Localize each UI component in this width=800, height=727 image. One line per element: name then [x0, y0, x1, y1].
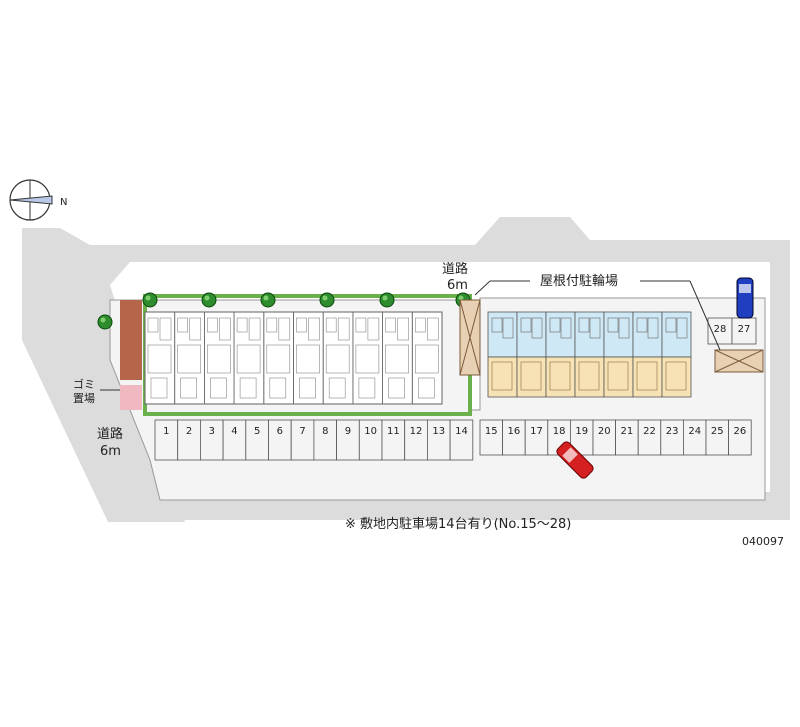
parking-stall-number: 3: [209, 426, 215, 437]
building-right: [487, 311, 692, 398]
parking-right-row: 15 16 17 18 19 20 21 22 23 24 25 26: [479, 419, 752, 456]
parking-stall-number: 4: [231, 426, 237, 437]
parking-stall-number: 7: [299, 426, 305, 437]
parking-stall: 10: [358, 419, 383, 461]
parking-stall-number: 6: [277, 426, 283, 437]
parking-stall: 15: [479, 419, 504, 456]
bike-parking-label: 屋根付駐輪場: [540, 273, 618, 289]
tree-icon: [201, 292, 217, 308]
parking-stall-number: 2: [186, 426, 192, 437]
parking-stall-number: 22: [643, 426, 656, 437]
car-blue-icon: [736, 277, 754, 319]
building-left: [144, 311, 443, 405]
parking-stall-number: 8: [322, 426, 328, 437]
parking-stall-number: 18: [553, 426, 566, 437]
parking-stall: 5: [245, 419, 269, 461]
parking-stall: 7: [290, 419, 315, 461]
parking-stall: 17: [524, 419, 549, 456]
parking-stall: 4: [222, 419, 247, 461]
parking-top-right: 28 27: [707, 317, 757, 345]
parking-stall-number: 10: [364, 426, 377, 437]
parking-stall: 14: [449, 419, 474, 461]
parking-stall-number: 28: [714, 324, 727, 335]
parking-stall-number: 24: [688, 426, 701, 437]
road-left-width: 6m: [100, 444, 121, 459]
parking-stall: 13: [426, 419, 451, 461]
parking-stall: 21: [615, 419, 639, 456]
car-red-icon: [556, 441, 594, 479]
parking-stall-number: 15: [485, 426, 498, 437]
parking-stall: 16: [502, 419, 526, 456]
apartment-unit: [574, 311, 605, 398]
parking-stall-number: 14: [455, 426, 468, 437]
garbage-label-2: 置場: [73, 392, 95, 405]
parking-stall: 1: [154, 419, 179, 461]
apartment-unit: [487, 311, 518, 398]
parking-stall-number: 23: [666, 426, 679, 437]
parking-stall: 23: [660, 419, 684, 456]
brick-wall: [120, 300, 142, 380]
compass-icon: N: [9, 179, 67, 221]
tree-icon: [142, 292, 158, 308]
property-code: 040097: [742, 535, 784, 548]
parking-stall-number: 26: [734, 426, 747, 437]
tree-icon: [379, 292, 395, 308]
bike-parking-leader: [474, 280, 491, 296]
parking-stall-number: 9: [345, 426, 351, 437]
parking-stall: 27: [731, 317, 757, 345]
garbage-label-1: ゴミ: [73, 377, 95, 391]
tree-icon: [319, 292, 335, 308]
apartment-unit: [516, 311, 547, 398]
parking-stall: 12: [404, 419, 428, 461]
road-top: [60, 217, 790, 520]
parking-stall: 3: [199, 419, 224, 461]
parking-stall-number: 1: [163, 426, 169, 437]
compass-north-label: N: [60, 197, 67, 208]
tree-icon: [260, 292, 276, 308]
parking-stall-number: 25: [711, 426, 724, 437]
parking-stall-number: 20: [598, 426, 611, 437]
tree-icon: [97, 314, 113, 330]
parking-stall-number: 16: [508, 426, 521, 437]
apartment-unit: [545, 311, 576, 398]
road-left-label: 道路: [97, 426, 123, 442]
parking-stall: 6: [268, 419, 292, 461]
parking-stall-number: 27: [738, 324, 751, 335]
parking-stall: 20: [592, 419, 617, 456]
parking-stall: 24: [683, 419, 707, 456]
parking-stall-number: 11: [387, 426, 400, 437]
apartment-unit: [661, 311, 692, 398]
parking-stall: 2: [177, 419, 201, 461]
parking-stall: 26: [728, 419, 752, 456]
parking-stall-number: 5: [254, 426, 260, 437]
parking-stall-number: 13: [432, 426, 445, 437]
parking-stall-number: 17: [530, 426, 543, 437]
parking-stall: 11: [381, 419, 406, 461]
parking-stall: 8: [313, 419, 337, 461]
road-top-label: 道路: [442, 261, 468, 277]
garbage-area: [120, 385, 142, 410]
road-top-width: 6m: [447, 278, 468, 293]
parking-stall: 22: [637, 419, 662, 456]
road-left: [22, 228, 185, 522]
parking-stall-number: 21: [621, 426, 634, 437]
apartment-unit: [632, 311, 663, 398]
parking-stall: 25: [705, 419, 730, 456]
parking-note: ※ 敷地内駐車場14台有り(No.15～28): [345, 516, 571, 532]
trees: [97, 292, 471, 330]
parking-stall-number: 12: [410, 426, 423, 437]
parking-stall-number: 19: [575, 426, 588, 437]
apartment-unit: [411, 311, 443, 405]
apartment-unit: [603, 311, 634, 398]
parking-stall: 9: [336, 419, 360, 461]
